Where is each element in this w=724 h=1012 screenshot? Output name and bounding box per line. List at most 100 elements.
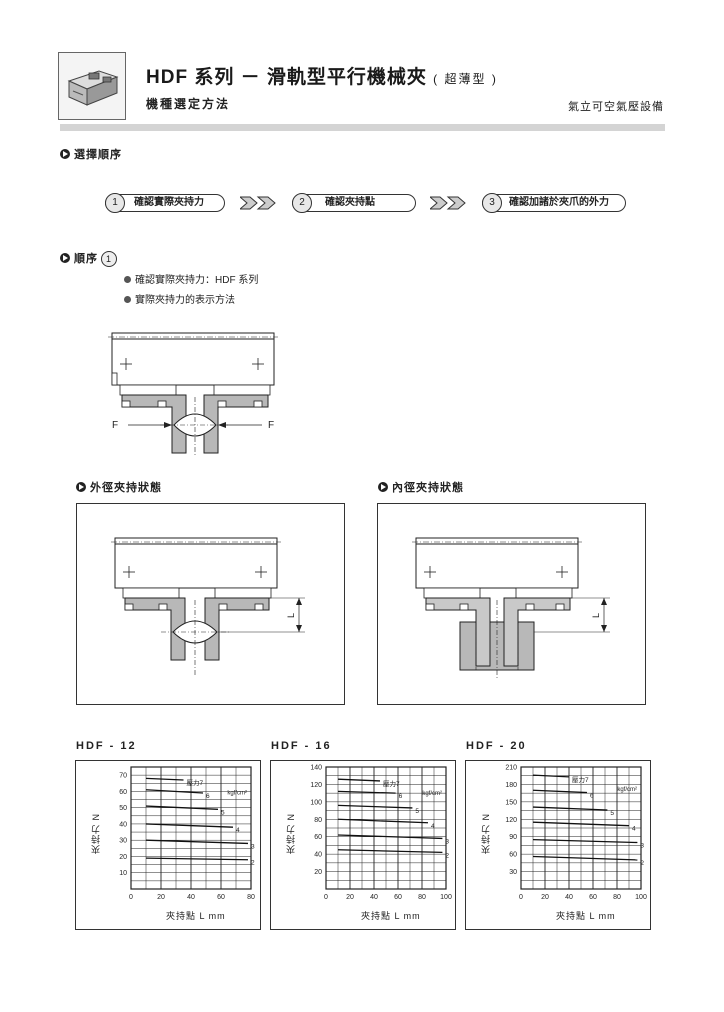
y-tick-label: 20: [119, 854, 127, 861]
step-label: 確認加諸於夾爪的外力: [509, 197, 609, 208]
unit-label: kgf/cm²: [617, 787, 637, 793]
series-label: 2: [445, 852, 449, 859]
force-label-left: F: [112, 420, 118, 431]
play-bullet-icon: [60, 253, 70, 263]
x-tick-label: 40: [187, 894, 195, 901]
series-line: [532, 789, 588, 794]
order-number: 1: [101, 251, 117, 267]
y-tick-label: 50: [119, 805, 127, 812]
x-tick-label: 80: [418, 894, 426, 901]
series-line: [337, 778, 381, 782]
grip-force-diagram: F F: [108, 332, 278, 457]
inner-grip-frame: L: [377, 503, 646, 705]
inner-grip-diagram: L: [412, 537, 610, 680]
outer-grip-frame: L: [76, 503, 345, 705]
bullet-item: 實際夾持力的表示方法: [124, 291, 235, 306]
series-line: [337, 790, 396, 794]
y-tick-label: 60: [509, 852, 517, 859]
series-label: 3: [640, 843, 644, 850]
series-label: 6: [399, 793, 403, 800]
y-tick-label: 140: [310, 765, 322, 772]
plot-frame: [520, 766, 642, 890]
y-axis-label: 夾持力 N: [286, 813, 296, 854]
series-label: 4: [632, 826, 636, 833]
dimension-label: L: [286, 613, 296, 618]
plot-frame: [325, 766, 447, 890]
x-tick-label: 80: [247, 894, 255, 901]
y-tick-label: 120: [505, 817, 517, 824]
x-tick-label: 20: [541, 894, 549, 901]
series-label: 3: [251, 843, 255, 850]
page-title: HDF 系列 － 滑軌型平行機械夾 ( 超薄型 ): [146, 67, 498, 88]
step-number: 3: [482, 193, 502, 213]
y-tick-label: 150: [505, 799, 517, 806]
series-label: 壓力7: [187, 778, 204, 787]
force-label-right: F: [268, 420, 274, 431]
series-line: [145, 777, 184, 781]
series-label: 5: [221, 809, 225, 816]
series-label: 6: [206, 793, 210, 800]
series-label: 3: [445, 838, 449, 845]
play-bullet-icon: [60, 149, 70, 159]
series-label: 5: [610, 810, 614, 817]
x-tick-label: 100: [635, 894, 647, 901]
series-line: [145, 823, 234, 828]
gripper-icon: [67, 70, 119, 106]
page-title-sub: ( 超薄型 ): [433, 72, 498, 86]
series-label: 6: [590, 793, 594, 800]
x-tick-label: 0: [129, 894, 133, 901]
section-selection-order: 選擇順序: [60, 146, 122, 162]
series-line: [532, 855, 638, 861]
x-axis-label: 夾持點 L mm: [556, 911, 616, 921]
y-tick-label: 120: [310, 782, 322, 789]
x-tick-label: 60: [589, 894, 597, 901]
series-line: [145, 805, 219, 810]
y-tick-label: 40: [119, 821, 127, 828]
x-tick-label: 20: [346, 894, 354, 901]
x-tick-label: 40: [565, 894, 573, 901]
header-divider: [60, 124, 665, 131]
x-tick-label: 80: [613, 894, 621, 901]
y-tick-label: 60: [119, 789, 127, 796]
series-label: 壓力7: [383, 779, 400, 788]
series-line: [337, 834, 443, 840]
step-3: 3 確認加諸於夾爪的外力: [482, 193, 626, 213]
chart-title: HDF - 20: [466, 740, 527, 752]
x-tick-label: 60: [394, 894, 402, 901]
section-inner-grip: 內徑夾持狀態: [378, 479, 464, 495]
series-line: [145, 789, 204, 794]
product-thumbnail: [58, 52, 126, 120]
series-label: 2: [640, 860, 644, 867]
series-label: 5: [415, 808, 419, 815]
x-tick-label: 40: [370, 894, 378, 901]
series-line: [337, 849, 443, 854]
y-tick-label: 60: [314, 834, 322, 841]
unit-label: kgf/cm²: [227, 790, 247, 796]
y-tick-label: 20: [314, 869, 322, 876]
plot-frame: [130, 766, 252, 890]
x-axis-label: 夾持點 L mm: [361, 911, 421, 921]
series-line: [145, 839, 249, 845]
bullet-icon: [124, 296, 131, 303]
series-label: 壓力7: [572, 775, 589, 784]
x-axis-label: 夾持點 L mm: [166, 911, 226, 921]
bullet-item: 確認實際夾持力：HDF 系列: [124, 271, 258, 286]
y-tick-label: 30: [119, 838, 127, 845]
play-bullet-icon: [76, 482, 86, 492]
y-tick-label: 180: [505, 782, 517, 789]
x-tick-label: 20: [157, 894, 165, 901]
double-chevron-icon: [430, 196, 466, 210]
play-bullet-icon: [378, 482, 388, 492]
series-line: [337, 804, 413, 809]
y-tick-label: 100: [310, 799, 322, 806]
unit-label: kgf/cm²: [422, 791, 442, 797]
step-number: 2: [292, 193, 312, 213]
x-tick-label: 100: [440, 894, 452, 901]
